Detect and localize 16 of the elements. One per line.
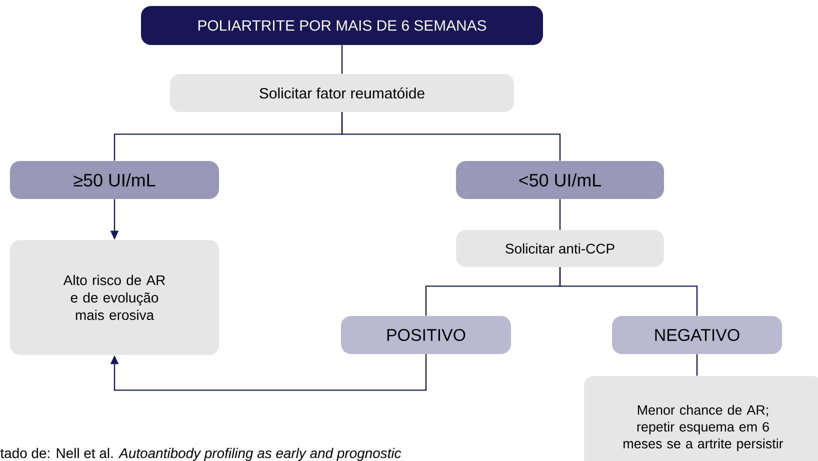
outcome-box: Menor chance de AR; repetir esquema em 6 meses se a artrite persistir — [584, 376, 818, 461]
connector-line — [341, 112, 561, 161]
result-box: <50 UI/mL — [456, 160, 664, 199]
connector-line — [696, 354, 698, 376]
outcome-box: Alto risco de AR e de evolução mais erosiva — [10, 240, 219, 355]
result-box: POSITIVO — [341, 316, 511, 354]
process-box: Solicitar fator reumatóide — [170, 74, 514, 112]
source-note: tado de: Nell et al. Autoantibody profiling as early and prognostic — [0, 448, 402, 461]
connector-line — [559, 199, 561, 230]
connector-line — [559, 267, 698, 316]
process-box: Solicitar anti-CCP — [456, 230, 664, 267]
title-box: POLIARTRITE POR MAIS DE 6 SEMANAS — [141, 6, 543, 45]
arrow — [110, 354, 427, 391]
connector-line — [341, 45, 343, 74]
result-box: ≥50 UI/mL — [10, 160, 219, 199]
result-box: NEGATIVO — [612, 316, 782, 354]
